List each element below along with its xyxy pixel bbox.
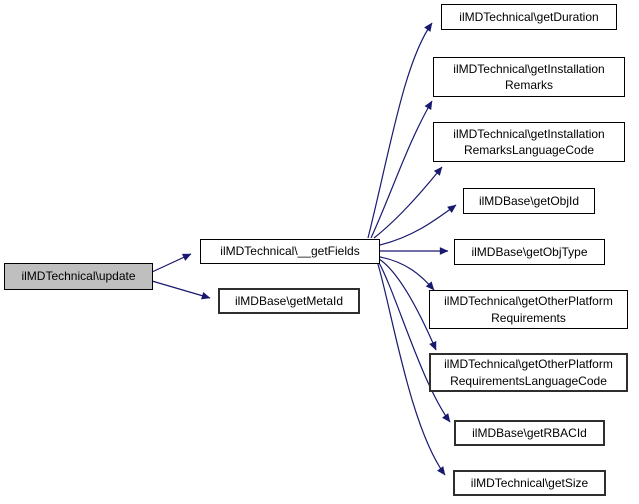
node-label: ilMDTechnical\getInstallation Remarks [453,61,605,92]
node-label: ilMDBase\getObjId [478,193,580,208]
edge-getfields-to-getinstallationremarkslanguagecode [373,166,443,239]
node-ilmdtechnical-getotherplatformrequirements[interactable]: ilMDTechnical\getOtherPlatform Requireme… [429,290,628,329]
node-label: ilMDTechnical\getOtherPlatform Requireme… [444,357,613,388]
node-ilmdtechnical-getduration[interactable]: ilMDTechnical\getDuration [441,4,617,30]
node-ilmdtechnical-getsize[interactable]: ilMDTechnical\getSize [453,470,606,496]
node-label: ilMDTechnical\getSize [470,475,589,490]
node-ilmdbase-getrbacid[interactable]: ilMDBase\getRBACId [454,420,605,446]
edge-update-to-getfields [151,253,192,273]
node-label: ilMDTechnical\__getFields [220,244,360,259]
node-ilmdtechnical-getotherplatformrequirementslanguagecode[interactable]: ilMDTechnical\getOtherPlatform Requireme… [429,353,628,392]
edge-getfields-to-getduration [367,22,433,239]
node-ilmdtechnical-update: ilMDTechnical\update [4,263,153,290]
node-ilmdbase-getobjtype[interactable]: ilMDBase\getObjType [454,239,605,265]
node-ilmdtechnical-getinstallationremarks[interactable]: ilMDTechnical\getInstallation Remarks [433,57,625,97]
node-label: ilMDBase\getObjType [471,244,588,259]
node-label: ilMDTechnical\getInstallation RemarksLan… [453,126,605,157]
node-label: ilMDTechnical\update [21,269,136,284]
edge-getfields-to-getinstallationremarks [370,100,433,239]
node-label: ilMDBase\getMetaId [234,293,344,308]
edge-getfields-to-getotherplatformrequirementslanguagecode [378,258,437,351]
node-ilmdbase-getmetaid[interactable]: ilMDBase\getMetaId [218,288,360,314]
edge-getfields-to-getotherplatformrequirements [379,256,435,291]
node-label: ilMDTechnical\getOtherPlatform Requireme… [444,294,613,325]
edge-getfields-to-getobjid [379,204,457,246]
node-ilmdbase-getobjid[interactable]: ilMDBase\getObjId [463,188,595,214]
node-ilmdtechnical-getinstallationremarkslanguagecode[interactable]: ilMDTechnical\getInstallation RemarksLan… [433,122,625,162]
edge-update-to-getmetaid [151,280,211,300]
edge-getfields-to-getrbacid [377,260,451,423]
node-label: ilMDTechnical\getDuration [459,9,599,24]
node-label: ilMDBase\getRBACId [472,425,587,440]
edge-getfields-to-getsize [376,260,446,476]
node-ilmdtechnical-getfields[interactable]: ilMDTechnical\__getFields [200,239,380,264]
